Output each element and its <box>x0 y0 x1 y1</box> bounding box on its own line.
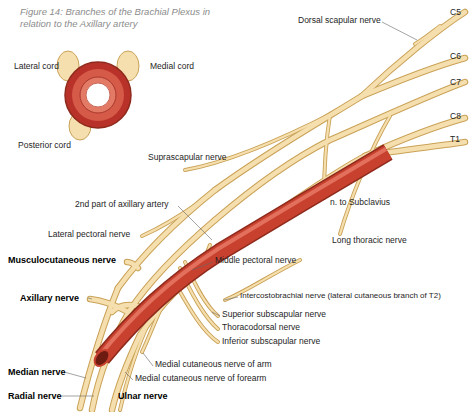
anatomy-label: Thoracodorsal nerve <box>222 323 300 333</box>
anatomy-label: Posterior cord <box>18 141 71 151</box>
leader-line <box>88 298 92 299</box>
anatomy-label: Lateral cord <box>14 62 59 72</box>
artery-lumen <box>86 83 110 107</box>
anatomy-label: C7 <box>450 78 461 88</box>
terminal-nerve-label: Ulnar nerve <box>118 391 168 401</box>
terminal-nerve-label: Median nerve <box>8 367 66 377</box>
leader-line <box>224 297 238 300</box>
nerve-fill <box>80 12 465 410</box>
leader-line <box>178 206 212 240</box>
leader-line <box>192 262 213 270</box>
terminal-nerve-label: Musculocutaneous nerve <box>8 255 116 265</box>
anatomy-label: Medial cutaneous nerve of arm <box>155 360 272 370</box>
anatomy-label: Lateral pectoral nerve <box>48 230 130 240</box>
anatomy-label: T1 <box>450 135 460 145</box>
axillary-artery <box>92 149 388 369</box>
anatomy-label: 2nd part of axillary artery <box>75 200 169 210</box>
anatomy-label: Superior subscapular nerve <box>222 310 326 320</box>
anatomy-label: Medial cord <box>150 62 194 72</box>
terminal-nerve-label: Radial nerve <box>8 391 62 401</box>
figure-title: Figure 14: Branches of the Brachial Plex… <box>20 6 225 30</box>
leader-line <box>382 22 417 40</box>
anatomy-label: n. to Subclavius <box>330 198 390 208</box>
anatomy-label: Dorsal scapular nerve <box>298 16 381 26</box>
anatomy-label: C6 <box>450 52 461 62</box>
anatomy-label: Long thoracic nerve <box>332 236 407 246</box>
artery-highlight <box>100 149 386 355</box>
nerve-outline <box>80 12 465 410</box>
leader-lines <box>60 22 417 396</box>
artery-wall <box>65 62 131 128</box>
anatomy-label: C8 <box>450 112 461 122</box>
artery-wall-inner <box>72 69 124 121</box>
leader-line <box>125 372 133 380</box>
terminal-nerve-label: Axillary nerve <box>20 293 79 303</box>
anatomy-label: Inferior subscapular nerve <box>222 337 320 347</box>
leader-line <box>60 396 94 397</box>
anatomy-label: Intercostobrachial nerve (lateral cutane… <box>240 291 441 300</box>
anatomy-label: C5 <box>450 8 461 18</box>
anatomy-label: Middle pectoral nerve <box>215 256 296 266</box>
artery-lumen-ring <box>80 77 116 113</box>
artery-cross-section <box>57 51 139 140</box>
leader-line <box>64 372 86 378</box>
artery-outline <box>102 152 388 358</box>
anatomy-label: Medial cutaneous nerve of forearm <box>135 374 266 384</box>
leader-line <box>143 353 153 366</box>
leader-line <box>212 312 220 316</box>
artery-body <box>102 152 388 358</box>
artery-cut-end <box>92 347 113 369</box>
anatomy-label: Suprascapular nerve <box>148 153 226 163</box>
